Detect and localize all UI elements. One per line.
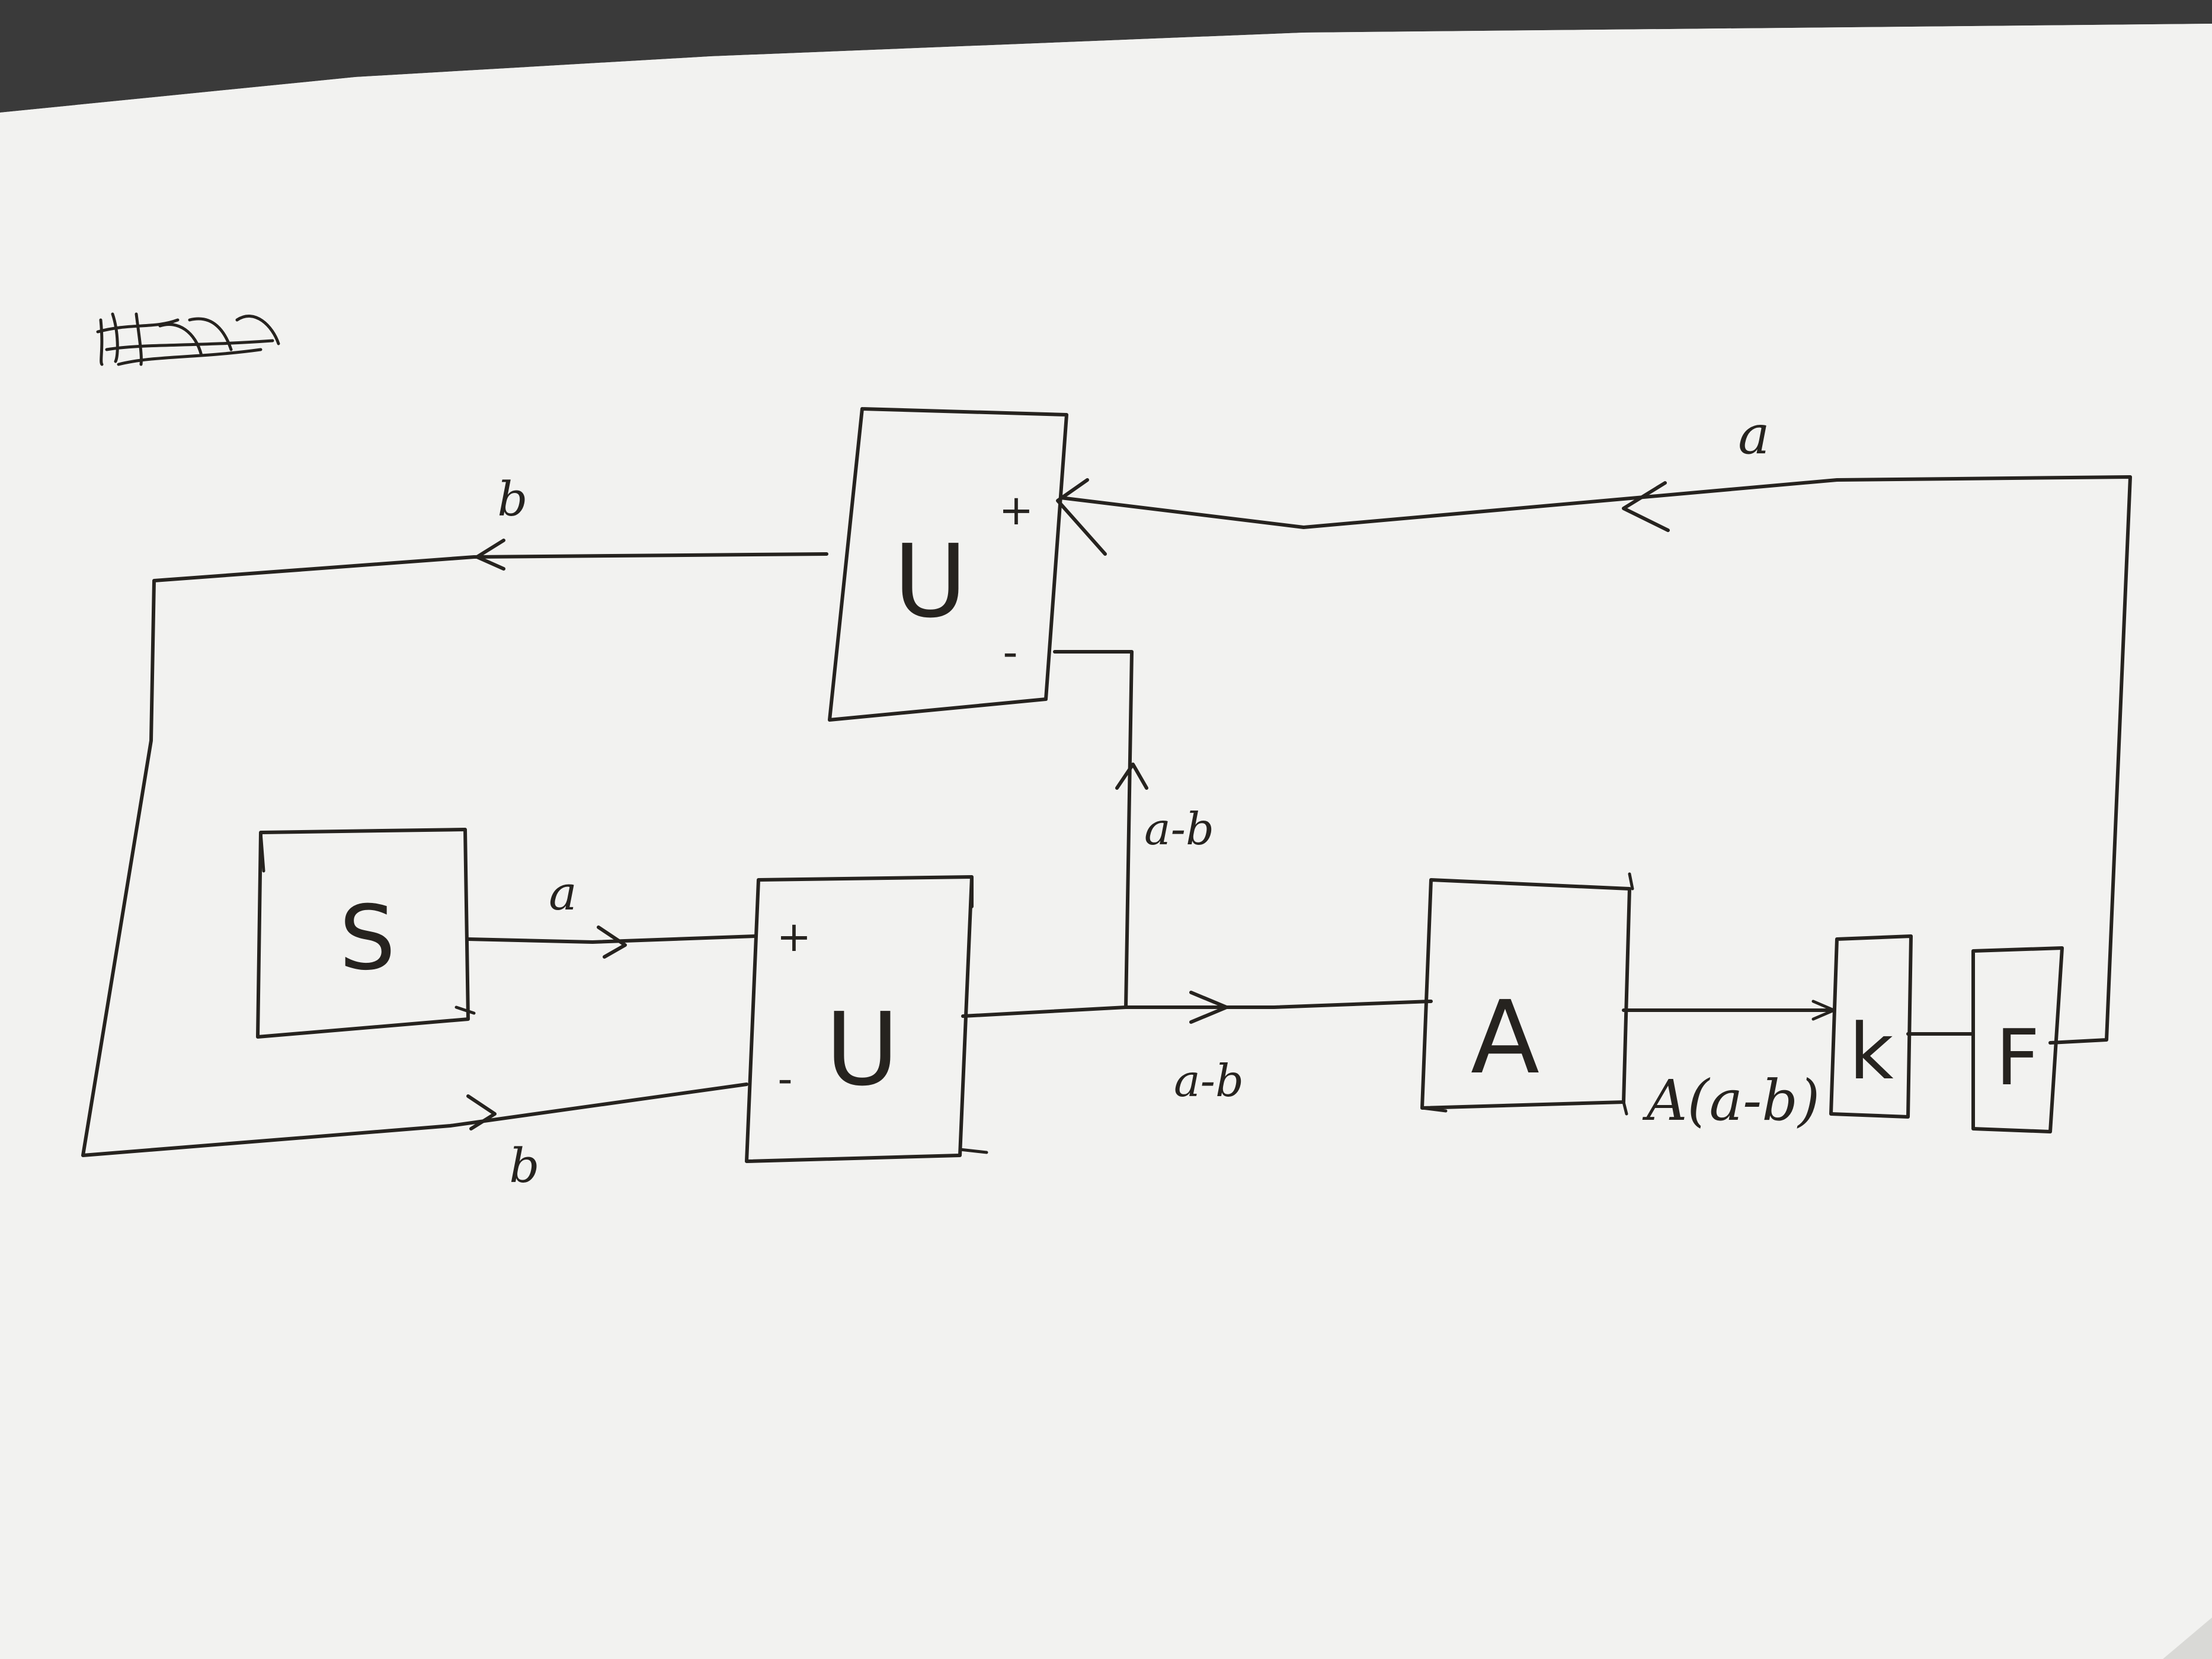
desk-edge <box>0 0 2212 113</box>
arrow-branch-up <box>1115 763 1148 790</box>
arrow-feedback-a-mid <box>1622 481 1670 532</box>
block-amplifier: A <box>1420 872 1634 1116</box>
block-gain-label: k <box>1849 1007 1893 1097</box>
block-adder-bottom-label: U <box>825 991 899 1109</box>
adder-bottom-minus-sign: - <box>777 1055 792 1103</box>
arrow-s-to-adder <box>597 925 627 959</box>
label-branch-up: a-b <box>1144 803 1214 855</box>
block-adder-top: U + - <box>828 407 1068 722</box>
block-gain: k <box>1829 934 1913 1119</box>
block-source: S <box>256 828 476 1039</box>
wire-s-to-adder <box>466 934 757 944</box>
arrow-adder-to-amplifier <box>1189 991 1228 1024</box>
label-adder-output: a-b <box>1174 1055 1244 1107</box>
arrow-b-top <box>475 539 505 571</box>
wire-adder-to-amplifier <box>961 1000 1433 1018</box>
wire-b-loop <box>81 552 828 1157</box>
block-amplifier-label: A <box>1471 979 1539 1097</box>
block-adder-bottom: U + - <box>745 875 988 1163</box>
scribble-mark <box>96 312 280 366</box>
label-s-to-adder: a <box>549 866 577 921</box>
block-filter-label: F <box>1996 1013 2040 1103</box>
wire-branch-up <box>1053 650 1134 1009</box>
paper-sheet <box>0 24 2212 1659</box>
block-adder-top-label: U <box>894 523 967 640</box>
arrow-amplifier-to-gain <box>1811 1000 1836 1021</box>
label-feedback-a: a <box>1738 404 1770 466</box>
arrow-b-bottom <box>466 1094 497 1130</box>
adder-bottom-plus-sign: + <box>777 912 812 961</box>
block-filter: F <box>1971 946 2064 1133</box>
label-b-to-adder: b <box>509 1138 539 1193</box>
wire-feedback-a <box>1059 475 2132 1045</box>
arrow-feedback-a-end <box>1056 478 1107 556</box>
adder-top-minus-sign: - <box>1003 628 1017 677</box>
label-amplifier-output: A(a-b) <box>1642 1068 1820 1133</box>
adder-top-plus-sign: + <box>999 486 1034 534</box>
block-source-label: S <box>339 887 395 990</box>
label-top-adder-output: b <box>497 472 527 527</box>
